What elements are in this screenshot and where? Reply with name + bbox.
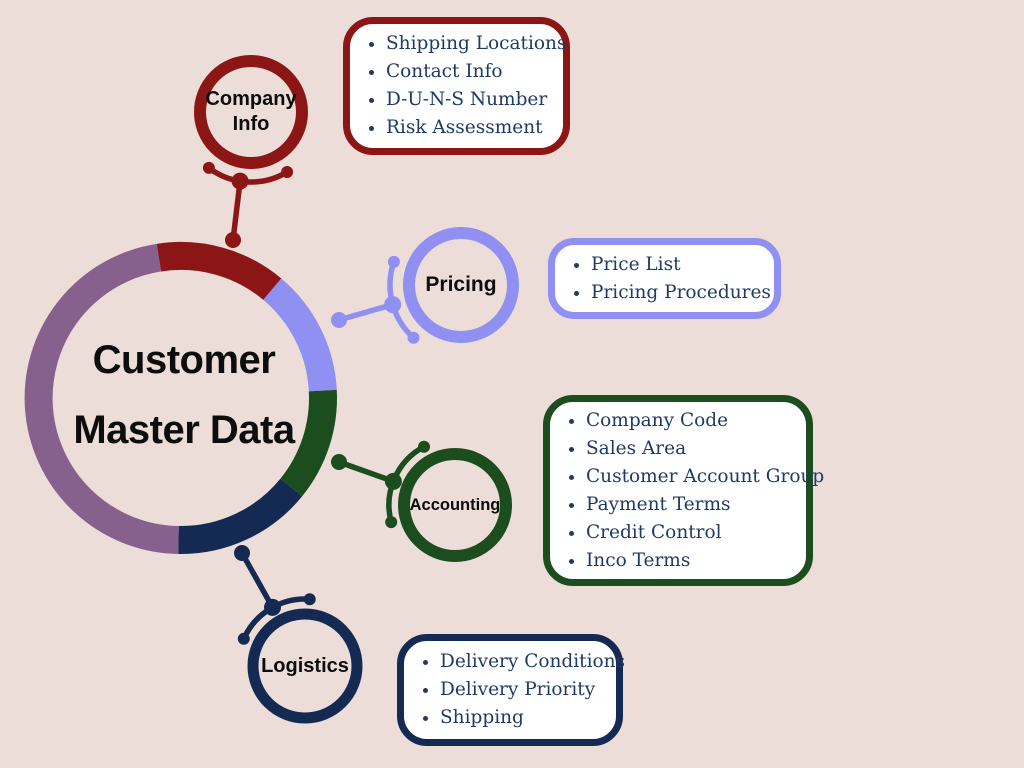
- list-item: Contact Info: [386, 58, 555, 86]
- list-item: Sales Area: [586, 435, 798, 463]
- connector-pricing-line: [336, 301, 396, 323]
- list-item: Customer Account Group: [586, 463, 824, 491]
- connector-logistics: [234, 545, 316, 645]
- connector-company-line: [230, 178, 243, 243]
- connector-accounting-dot: [418, 440, 430, 453]
- list-item: Price List: [591, 251, 766, 279]
- list-item: Delivery Conditions: [440, 648, 625, 676]
- center-ring: [24, 242, 337, 555]
- connector-accounting-dot: [331, 454, 347, 470]
- detail-box-pricing: Price List Pricing Procedures: [548, 238, 781, 319]
- node-label-accounting: Accounting: [409, 495, 501, 514]
- ring-segment-company: [156, 242, 282, 301]
- connector-company: [202, 161, 294, 248]
- ring-segment-accounting: [280, 389, 337, 497]
- list-item: Company Code: [586, 407, 798, 435]
- node-label-pricing: Pricing: [425, 273, 497, 296]
- connector-logistics-dot: [303, 593, 316, 606]
- list-item: Inco Terms: [586, 547, 798, 575]
- center-title-line1: Customer: [92, 338, 276, 382]
- list-item: Delivery Priority: [440, 676, 608, 704]
- node-label-company-info: Company Info: [205, 88, 297, 135]
- connector-pricing-dot: [387, 255, 400, 268]
- connector-accounting: [331, 440, 430, 529]
- connector-pricing-dot: [407, 331, 420, 344]
- accounting-list: Company Code Sales Area Customer Account…: [550, 402, 824, 579]
- connector-company-dot: [231, 172, 249, 190]
- connector-company-dot: [202, 161, 215, 174]
- connector-pricing: [331, 255, 420, 344]
- connector-accounting-dot: [385, 516, 398, 529]
- ring-segment-purple: [24, 243, 179, 554]
- list-item: Pricing Procedures: [591, 279, 771, 307]
- logistics-list: Delivery Conditions Delivery Priority Sh…: [404, 641, 625, 739]
- center-title-line2: Master Data: [73, 408, 295, 452]
- ring-segment-logistics: [178, 478, 303, 555]
- connector-company-dot: [281, 166, 294, 178]
- detail-box-company-info: Shipping Locations Contact Info D-U-N-S …: [343, 17, 570, 155]
- detail-box-accounting: Company Code Sales Area Customer Account…: [543, 395, 824, 586]
- connector-accounting-dot: [384, 472, 402, 490]
- ring-segment-pricing: [263, 278, 337, 392]
- connector-logistics-line: [239, 550, 276, 611]
- connector-logistics-dot: [237, 632, 250, 645]
- list-item: Credit Control: [586, 519, 798, 547]
- node-circle-pricing: [403, 227, 519, 343]
- connector-accounting-line: [336, 459, 397, 485]
- list-item: Payment Terms: [586, 491, 798, 519]
- node-circle-accounting: [398, 448, 512, 562]
- connector-pricing-dot: [331, 312, 347, 328]
- center-title: Customer Master Data: [24, 325, 344, 465]
- node-circle-logistics: [247, 608, 363, 724]
- connector-company-dot: [225, 232, 241, 248]
- pricing-list: Price List Pricing Procedures: [555, 245, 774, 312]
- detail-box-logistics: Delivery Conditions Delivery Priority Sh…: [397, 634, 625, 746]
- node-circle-company: [194, 55, 308, 169]
- list-item: Shipping Locations: [386, 30, 566, 58]
- node-label-logistics: Logistics: [261, 654, 349, 677]
- connector-logistics-dot: [234, 545, 250, 561]
- list-item: Risk Assessment: [386, 114, 555, 142]
- connector-pricing-dot: [384, 296, 402, 314]
- list-item: D-U-N-S Number: [386, 86, 555, 114]
- company-info-list: Shipping Locations Contact Info D-U-N-S …: [350, 24, 566, 148]
- connector-logistics-dot: [264, 598, 281, 616]
- list-item: Shipping: [440, 704, 608, 732]
